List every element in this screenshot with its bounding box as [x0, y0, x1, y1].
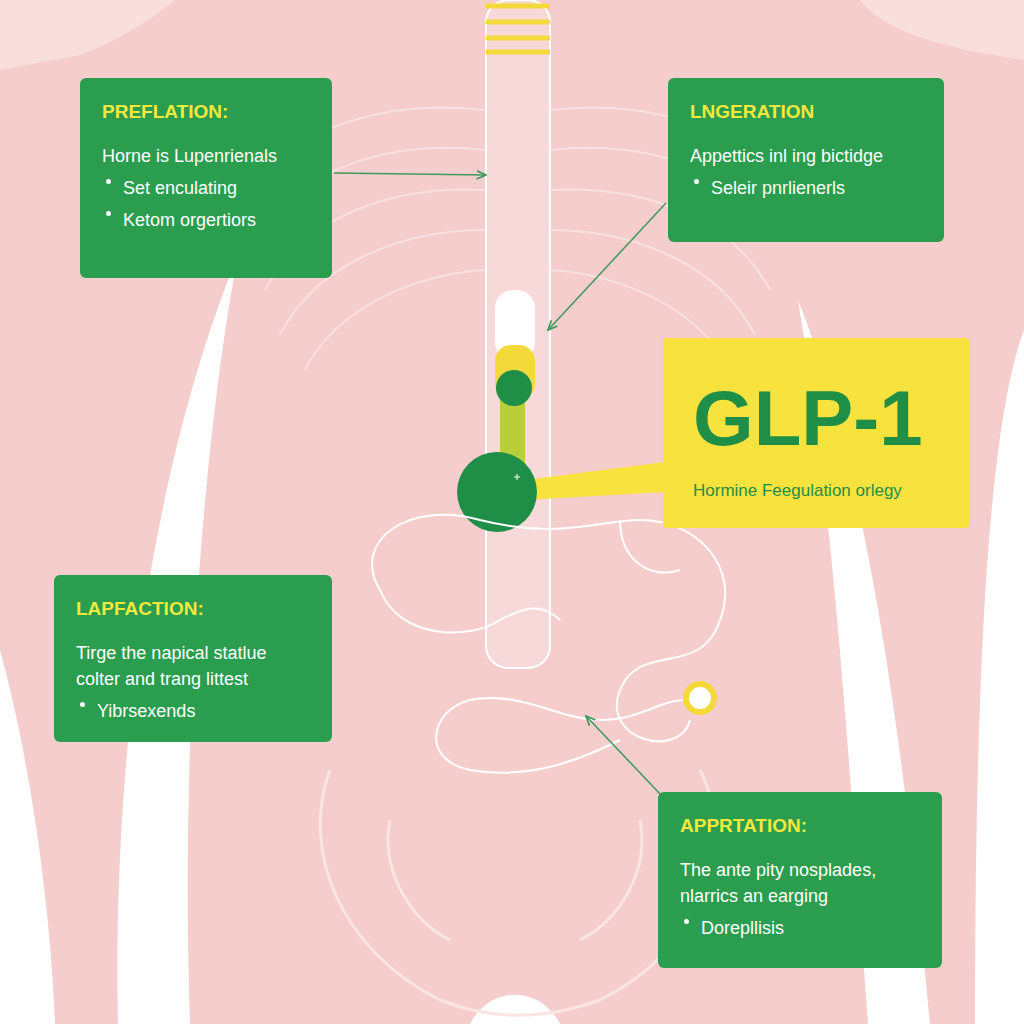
- box-heading: LAPFACTION:: [76, 597, 204, 622]
- bullet-dot: [80, 702, 85, 707]
- leader-line: [334, 173, 486, 175]
- box-text: The ante pity nosplades, nlarrics an ear…: [680, 857, 922, 909]
- box-text: Dorepllisis: [701, 915, 784, 941]
- sparkle: [514, 474, 520, 480]
- pointer-wedge: [525, 462, 665, 500]
- leader-lines: [334, 173, 666, 796]
- box-text: Appettics inl ing bictidge: [690, 143, 883, 169]
- text-row: Set enculating: [102, 169, 312, 201]
- leader-line: [548, 203, 666, 330]
- box-text: Seleir pnrlienerls: [711, 175, 845, 201]
- bullet-dot: [684, 919, 689, 924]
- body-gap: [0, 650, 55, 1024]
- box-heading: APPRTATION:: [680, 814, 807, 839]
- text-row: The ante pity nosplades, nlarrics an ear…: [680, 851, 922, 909]
- box-text: Horne is Lupenrienals: [102, 143, 277, 169]
- text-row: Hormine Feegulation orlegy: [693, 462, 949, 502]
- box-text: Set enculating: [123, 175, 237, 201]
- body-gap: [975, 330, 1024, 1024]
- shoulder-shade: [0, 0, 175, 70]
- text-row: GLP-1: [693, 368, 949, 462]
- text-row: LAPFACTION:: [76, 597, 312, 634]
- text-row: Tirge the napical statlue colter and tra…: [76, 634, 312, 692]
- leader-line: [586, 716, 662, 796]
- bullet-dot: [106, 179, 111, 184]
- pelvis: [320, 770, 715, 1015]
- text-row: Horne is Lupenrienals: [102, 137, 312, 169]
- info-box: LNGERATION Appettics inl ing bictidgeSele…: [668, 78, 944, 242]
- shoulder-shade: [860, 0, 1024, 60]
- text-row: APPRTATION:: [680, 814, 922, 851]
- neck-rings: [486, 6, 550, 52]
- body-gap: [470, 995, 560, 1024]
- box-heading: GLP-1: [693, 376, 923, 462]
- bullet-dot: [694, 179, 699, 184]
- glp1-cell: [457, 452, 537, 532]
- text-row: LNGERATION: [690, 100, 924, 137]
- spine: [486, 0, 550, 668]
- text-row: Yibrsexends: [76, 692, 312, 724]
- box-text: Hormine Feegulation orlegy: [693, 480, 902, 502]
- box-text: Tirge the napical statlue colter and tra…: [76, 640, 312, 692]
- info-box: APPRTATION: The ante pity nosplades, nlar…: [658, 792, 942, 968]
- marker-ring: [686, 684, 714, 712]
- text-row: Seleir pnrlienerls: [690, 169, 924, 201]
- box-heading: PREFLATION:: [102, 100, 228, 125]
- info-box: LAPFACTION: Tirge the napical statlue col…: [54, 575, 332, 742]
- box-heading: LNGERATION: [690, 100, 814, 125]
- intestine: [372, 515, 725, 773]
- text-row: PREFLATION:: [102, 100, 312, 137]
- bullet-dot: [106, 211, 111, 216]
- highlight-box: GLP-1Hormine Feegulation orlegy: [663, 338, 969, 528]
- organ-dot: [496, 370, 532, 406]
- text-row: Ketom orgertiors: [102, 201, 312, 233]
- text-row: Dorepllisis: [680, 909, 922, 941]
- box-text: Ketom orgertiors: [123, 207, 256, 233]
- box-text: Yibrsexends: [97, 698, 195, 724]
- info-box: PREFLATION: Horne is LupenrienalsSet encu…: [80, 78, 332, 278]
- text-row: Appettics inl ing bictidge: [690, 137, 924, 169]
